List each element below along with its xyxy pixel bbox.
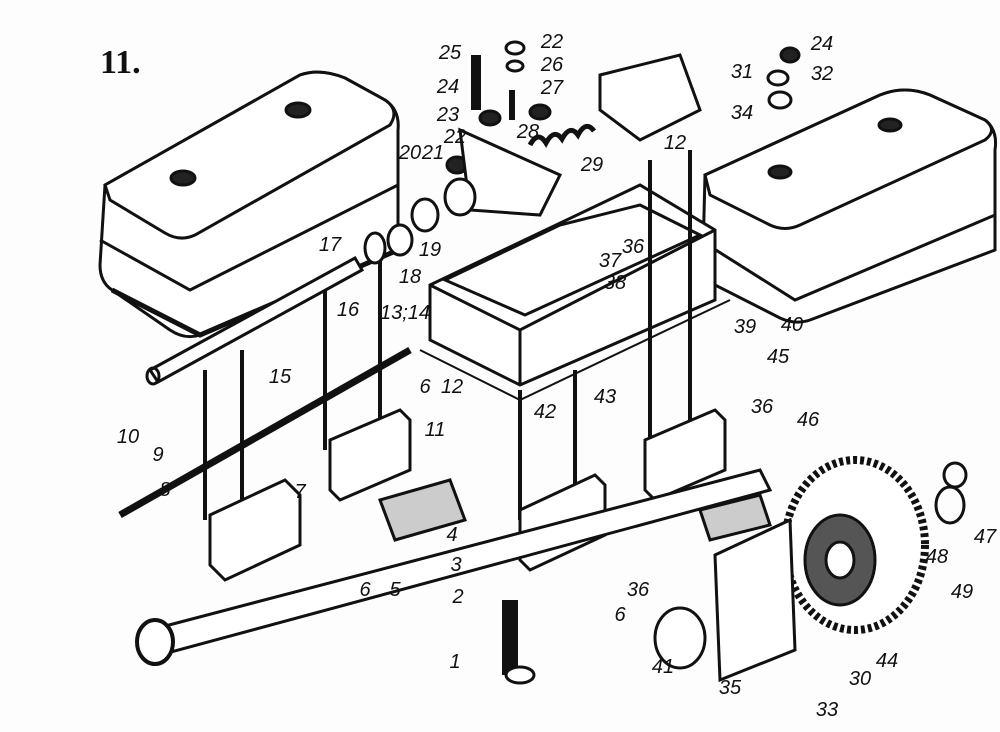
callout-label: 27 bbox=[540, 77, 564, 99]
callout-label: 11 bbox=[424, 419, 446, 441]
callout-label: 21 bbox=[421, 142, 445, 164]
callout-label: 6 bbox=[359, 579, 371, 601]
callout-label: 34 bbox=[730, 102, 754, 124]
callout-label: 39 bbox=[733, 316, 757, 338]
figure-number: 11. bbox=[100, 44, 141, 81]
pushrods bbox=[203, 150, 692, 520]
callout-label: 36 bbox=[750, 396, 774, 418]
callout-label: 23 bbox=[436, 104, 460, 126]
callout-label: 49 bbox=[950, 581, 974, 603]
shaft-9 bbox=[118, 346, 412, 519]
gear-plate bbox=[713, 517, 797, 683]
callout-label: 13;14 bbox=[379, 302, 431, 324]
callout-label: 6 bbox=[614, 604, 626, 626]
callout-label: 17 bbox=[318, 234, 342, 256]
callout-label: 9 bbox=[152, 444, 164, 466]
callout-label: 12 bbox=[663, 132, 687, 154]
callout-label: 29 bbox=[580, 154, 604, 176]
callout-label: 4 bbox=[446, 524, 458, 546]
callout-label: 1 bbox=[449, 651, 461, 673]
callout-label: 15 bbox=[268, 366, 292, 388]
callout-label: 36 bbox=[621, 236, 645, 258]
callout-label: 32 bbox=[810, 63, 834, 85]
callout-label: 25 bbox=[438, 42, 462, 64]
callout-label: 31 bbox=[730, 61, 754, 83]
tappet-blocks bbox=[208, 408, 727, 582]
timing-gear bbox=[781, 456, 929, 634]
callout-label: 8 bbox=[159, 479, 171, 501]
washer bbox=[934, 485, 966, 525]
callout-label: 46 bbox=[796, 409, 820, 431]
callout-label: 24 bbox=[436, 76, 460, 98]
callout-label: 20 bbox=[398, 142, 422, 164]
callout-label: 5 bbox=[389, 579, 401, 601]
callout-label: 16 bbox=[336, 299, 360, 321]
callout-label: 35 bbox=[718, 677, 742, 699]
camshaft bbox=[135, 468, 773, 666]
callout-label: 22 bbox=[443, 126, 467, 148]
nut bbox=[942, 461, 968, 489]
callout-label: 12 bbox=[440, 376, 464, 398]
rocker-parts bbox=[363, 40, 801, 265]
callout-label: 22 bbox=[540, 31, 564, 53]
callout-label: 33 bbox=[815, 699, 839, 721]
rocker-shaft bbox=[145, 255, 365, 386]
callout-label: 30 bbox=[848, 668, 872, 690]
flange bbox=[653, 606, 707, 670]
callout-label: 44 bbox=[875, 650, 899, 672]
callout-label: 42 bbox=[533, 401, 557, 423]
callout-label: 2 bbox=[452, 586, 464, 608]
callout-label: 38 bbox=[603, 272, 627, 294]
callout-label: 37 bbox=[598, 250, 622, 272]
right-valve-cover bbox=[699, 88, 997, 324]
callout-label: 26 bbox=[540, 54, 564, 76]
callout-label: 24 bbox=[810, 33, 834, 55]
callout-label: 6 bbox=[419, 376, 431, 398]
callout-label: 10 bbox=[116, 426, 140, 448]
callout-label: 28 bbox=[516, 121, 540, 143]
callout-label: 36 bbox=[626, 579, 650, 601]
callout-label: 7 bbox=[294, 481, 306, 503]
rocker-housing bbox=[419, 183, 731, 402]
callout-label: 41 bbox=[651, 656, 675, 678]
callout-label: 3 bbox=[450, 554, 462, 576]
callout-label: 18 bbox=[398, 266, 422, 288]
left-valve-cover bbox=[98, 70, 400, 339]
callout-label: 43 bbox=[593, 386, 617, 408]
callout-label: 45 bbox=[766, 346, 790, 368]
callout-label: 40 bbox=[780, 314, 804, 336]
callout-label: 48 bbox=[925, 546, 949, 568]
callout-label: 19 bbox=[418, 239, 442, 261]
callout-label: 47 bbox=[973, 526, 997, 548]
